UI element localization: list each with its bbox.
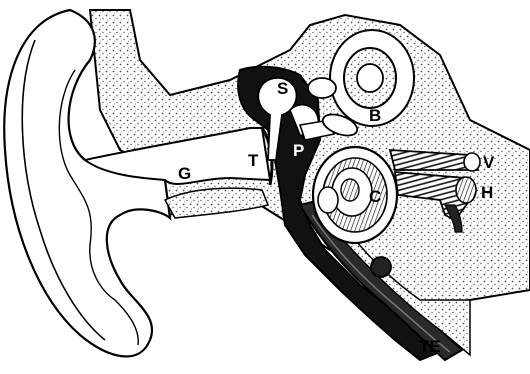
label-t: T [248, 151, 259, 170]
label-b: B [369, 106, 381, 125]
semicircular-canal-core [357, 64, 383, 92]
label-c: C [369, 187, 381, 206]
label-s: S [277, 79, 288, 98]
auricle [4, 10, 170, 356]
vestibular-nerve-end [464, 153, 480, 171]
label-v: V [483, 153, 495, 172]
canal-ampulla [308, 78, 336, 98]
label-g: G [178, 164, 191, 183]
label-te: TE [419, 337, 441, 356]
cochlea-apex [341, 179, 359, 201]
carotid-canal [371, 257, 391, 277]
label-p: P [293, 141, 304, 160]
label-h: H [481, 183, 493, 202]
cochlear-nerve-end [456, 177, 476, 203]
round-window [318, 187, 338, 213]
